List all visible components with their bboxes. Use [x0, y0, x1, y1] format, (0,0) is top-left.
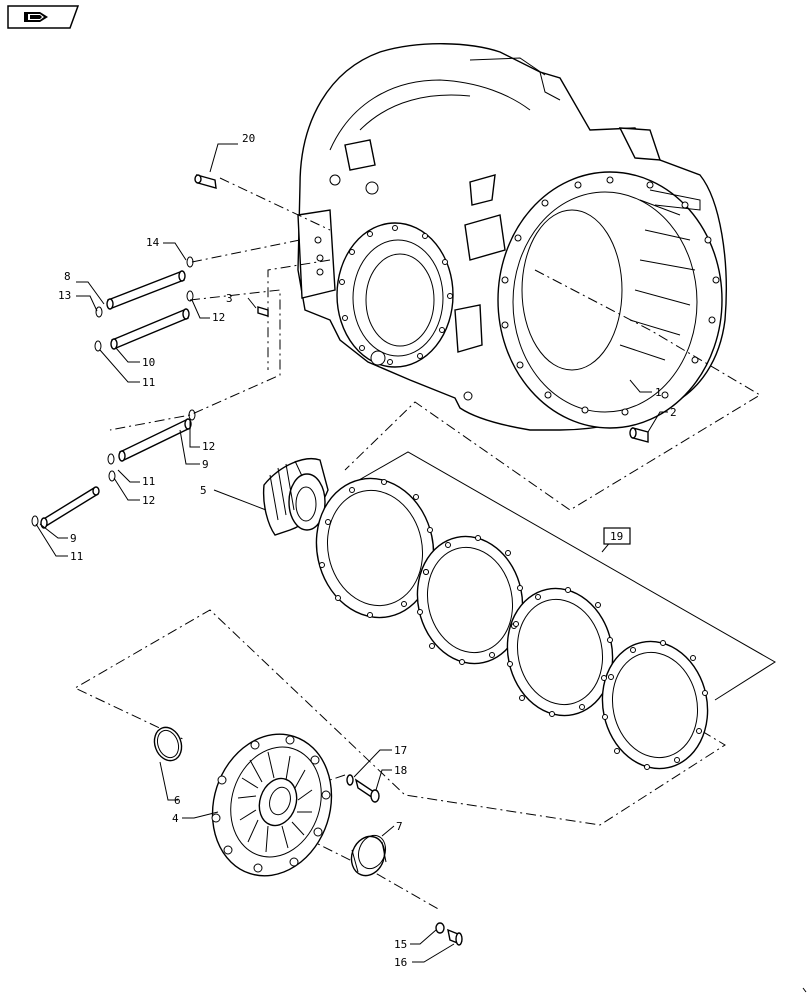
pin-9-upper — [118, 418, 192, 462]
callout-10: 10 — [142, 356, 155, 369]
callout-12-mid: 12 — [202, 440, 215, 453]
callout-8: 8 — [64, 270, 71, 283]
callout-12-low: 12 — [142, 494, 155, 507]
axle-housing — [297, 43, 727, 431]
callout-9-upper: 9 — [202, 458, 209, 471]
flange-bolt-holes — [501, 176, 720, 416]
leader-lines — [35, 143, 668, 963]
bolt-16 — [447, 928, 463, 946]
washer-17 — [346, 774, 354, 786]
callout-20: 20 — [242, 132, 255, 145]
callout-15: 15 — [394, 938, 407, 951]
callout-17: 17 — [394, 744, 407, 757]
callout-11-top: 11 — [142, 376, 155, 389]
pin-2 — [629, 427, 649, 443]
washer-15 — [435, 922, 445, 934]
callout-9-lower: 9 — [70, 532, 77, 545]
shim-1 — [315, 477, 435, 619]
pin-20 — [194, 174, 217, 189]
bearing-cone-5 — [262, 458, 329, 536]
callout-4: 4 — [172, 812, 179, 825]
callout-14: 14 — [146, 236, 160, 249]
callout-6: 6 — [174, 794, 181, 807]
callout-12-top: 12 — [212, 311, 225, 324]
shim-3 — [506, 587, 614, 717]
callout-labels: 20 14 8 13 3 12 10 11 1 2 12 9 11 12 5 9… — [58, 132, 677, 969]
callout-11-low: 11 — [70, 550, 83, 563]
callout-18: 18 — [394, 764, 407, 777]
left-flange-holes — [339, 225, 453, 365]
corner-mark — [802, 987, 807, 993]
callout-1: 1 — [655, 386, 662, 399]
pin-8 — [106, 270, 186, 310]
shim-holes — [319, 479, 708, 770]
shim-set-19 — [315, 451, 776, 770]
forward-arrow-icon[interactable] — [7, 5, 80, 29]
pin-10 — [110, 308, 190, 350]
snap-rings — [31, 256, 196, 527]
callout-16: 16 — [394, 956, 407, 969]
planet-carrier-4 — [211, 733, 333, 877]
callout-13: 13 — [58, 289, 71, 302]
callout-5: 5 — [200, 484, 207, 497]
callout-11-mid: 11 — [142, 475, 155, 488]
pin-3 — [257, 306, 269, 317]
o-ring-6 — [153, 726, 183, 762]
callout-7: 7 — [396, 820, 403, 833]
seal-ring-7 — [350, 834, 387, 877]
pin-9-lower — [40, 486, 100, 529]
callout-2: 2 — [670, 406, 677, 419]
bolt-18 — [354, 778, 380, 803]
callout-19: 19 — [610, 530, 623, 543]
callout-19-box — [603, 527, 631, 545]
callout-3: 3 — [226, 292, 233, 305]
